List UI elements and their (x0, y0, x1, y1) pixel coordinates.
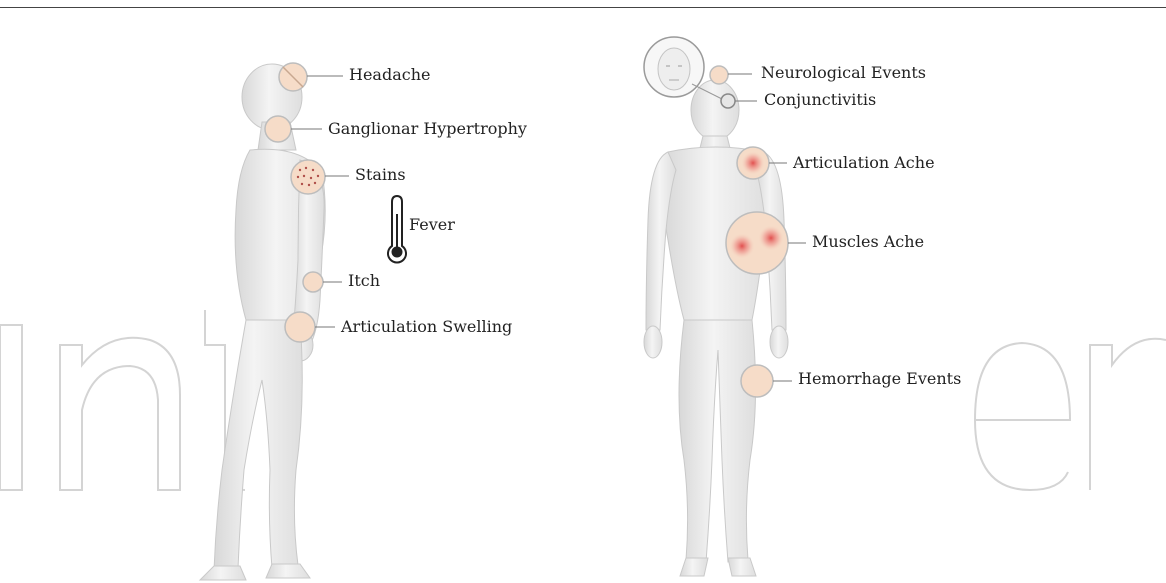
label-ganglionar-hypertrophy: Ganglionar Hypertrophy (328, 120, 527, 138)
itch-marker (303, 272, 323, 292)
right-figure-hand-right (770, 326, 788, 358)
label-itch: Itch (348, 272, 380, 290)
label-articulation-swelling: Articulation Swelling (341, 318, 512, 336)
stains-marker (291, 160, 325, 194)
label-muscles-ache: Muscles Ache (812, 233, 924, 251)
right-figure-legs (679, 320, 756, 562)
label-headache: Headache (349, 66, 430, 84)
articulation-swelling-marker (285, 312, 315, 342)
hemorrhage-marker (741, 365, 773, 397)
right-figure-foot-left (680, 558, 708, 576)
label-conjunctivitis: Conjunctivitis (764, 91, 876, 109)
thermometer-icon (388, 196, 406, 262)
right-figure-head (691, 80, 739, 140)
conjunctivitis-marker (721, 94, 735, 108)
label-stains: Stains (355, 166, 406, 184)
label-hemorrhage-events: Hemorrhage Events (798, 370, 961, 388)
left-figure-legs (214, 320, 302, 570)
label-fever: Fever (409, 216, 455, 234)
label-articulation-ache: Articulation Ache (793, 154, 935, 172)
label-neurological-events: Neurological Events (761, 64, 926, 82)
right-figure-hand-left (644, 326, 662, 358)
ganglionar-marker (265, 116, 291, 142)
left-figure-foot-front (266, 564, 310, 578)
neurological-marker (710, 66, 728, 84)
left-figure-foot-back (200, 566, 246, 580)
right-figure-foot-right (728, 558, 756, 576)
